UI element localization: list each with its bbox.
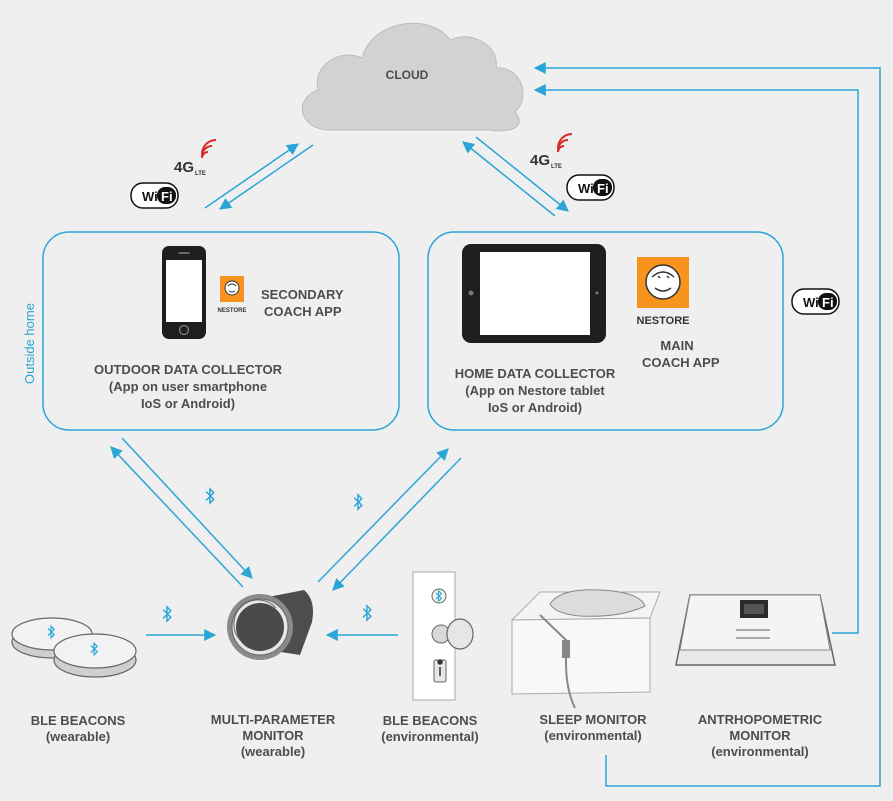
svg-text:Wi: Wi <box>803 295 819 310</box>
nestore-logo-large <box>637 257 689 308</box>
anthropometric-monitor-label: ANTRHOPOMETRIC MONITOR (environmental) <box>685 712 835 760</box>
lte-badge-home: 4G LTE <box>530 133 573 170</box>
svg-text:LTE: LTE <box>551 164 562 170</box>
wifi-link-anthropometric <box>533 84 859 634</box>
ble-wearable-line2: (wearable) <box>45 729 111 744</box>
bluetooth-icon <box>162 606 172 622</box>
downlink-arrow-outdoor <box>219 144 314 210</box>
sync-arrow-home-up <box>317 448 449 583</box>
anthropometric-scale-icon <box>675 594 836 666</box>
svg-text:Fi: Fi <box>597 181 609 196</box>
home-collector-line2: (App on Nestore tablet <box>465 383 605 398</box>
home-collector-line3: IoS or Android) <box>487 400 583 415</box>
door-beacon-icon <box>412 571 474 701</box>
sync-arrow-home-down <box>332 457 462 591</box>
outdoor-collector-line3: IoS or Android) <box>140 396 236 411</box>
cloud-label: CLOUD <box>385 68 429 82</box>
wifi-badge-outdoor: Wi Fi <box>130 182 179 209</box>
svg-text:LTE: LTE <box>195 171 206 177</box>
wifi-link-sleep <box>533 62 881 787</box>
anthro-line1: ANTRHOPOMETRIC <box>697 712 823 727</box>
home-collector-box <box>427 231 784 431</box>
uplink-arrow-home <box>462 141 556 217</box>
svg-text:4G: 4G <box>530 152 550 169</box>
home-collector-title: HOME DATA COLLECTOR <box>454 366 616 381</box>
ble-env-line1: BLE BEACONS <box>382 713 478 728</box>
sleep-monitor-label: SLEEP MONITOR (environmental) <box>528 712 658 744</box>
outside-home-label: Outside home <box>22 303 37 384</box>
outdoor-collector-label: OUTDOOR DATA COLLECTOR (App on user smar… <box>72 361 304 412</box>
svg-text:Fi: Fi <box>822 295 834 310</box>
multi-param-line1: MULTI-PARAMETER <box>210 712 336 727</box>
smartphone-icon <box>162 246 206 339</box>
sleep-line2: (environmental) <box>544 728 642 743</box>
svg-text:Wi: Wi <box>578 181 594 196</box>
bluetooth-icon <box>353 494 363 510</box>
sleep-line1: SLEEP MONITOR <box>539 712 647 727</box>
secondary-app-label: SECONDARY COACH APP <box>261 286 344 320</box>
main-app-label: MAIN COACH APP <box>642 337 720 371</box>
secondary-app-line2: COACH APP <box>264 304 342 319</box>
nestore-logo-small <box>220 276 244 302</box>
ble-env-line2: (environmental) <box>381 729 479 744</box>
outdoor-collector-line2: (App on user smartphone <box>108 379 268 394</box>
nestore-logo-small-text: NESTORE <box>218 308 247 314</box>
smartwatch-icon <box>227 590 313 660</box>
anthro-line2: MONITOR <box>729 728 791 743</box>
svg-text:4G: 4G <box>174 159 194 176</box>
anthro-line3: (environmental) <box>711 744 809 759</box>
sync-arrow-outdoor-up <box>110 446 244 588</box>
multi-param-line3: (wearable) <box>240 744 306 759</box>
cloud-icon <box>301 22 524 132</box>
nestore-logo-large-text: NESTORE <box>637 315 690 327</box>
outdoor-collector-title: OUTDOOR DATA COLLECTOR <box>93 362 282 377</box>
downlink-arrow-home <box>475 136 569 212</box>
wifi-badge-home: Wi Fi <box>566 174 615 201</box>
svg-text:Wi: Wi <box>142 189 158 204</box>
lte-badge-outdoor: 4G LTE <box>174 139 217 177</box>
bluetooth-icon <box>362 605 372 621</box>
ble-beacons-environmental-label: BLE BEACONS (environmental) <box>372 713 488 745</box>
bluetooth-icon <box>205 488 215 504</box>
outdoor-collector-box <box>42 231 400 431</box>
svg-text:Fi: Fi <box>161 189 173 204</box>
sync-arrow-outdoor-down <box>121 437 253 579</box>
ble-beacons-wearable-label: BLE BEACONS (wearable) <box>18 713 138 745</box>
home-collector-label: HOME DATA COLLECTOR (App on Nestore tabl… <box>440 365 630 416</box>
multi-param-line2: MONITOR <box>242 728 304 743</box>
uplink-arrow-outdoor <box>204 143 299 209</box>
multi-parameter-monitor-label: MULTI-PARAMETER MONITOR (wearable) <box>198 712 348 760</box>
ble-wearable-line1: BLE BEACONS <box>30 713 126 728</box>
ble-beacon-wearable-icon <box>11 617 137 678</box>
wifi-badge-right: Wi Fi <box>791 288 840 315</box>
secondary-app-line1: SECONDARY <box>261 287 344 302</box>
main-app-line1: MAIN <box>660 338 694 353</box>
sleep-monitor-icon <box>510 589 661 709</box>
tablet-icon <box>462 244 606 343</box>
main-app-line2: COACH APP <box>642 355 720 370</box>
